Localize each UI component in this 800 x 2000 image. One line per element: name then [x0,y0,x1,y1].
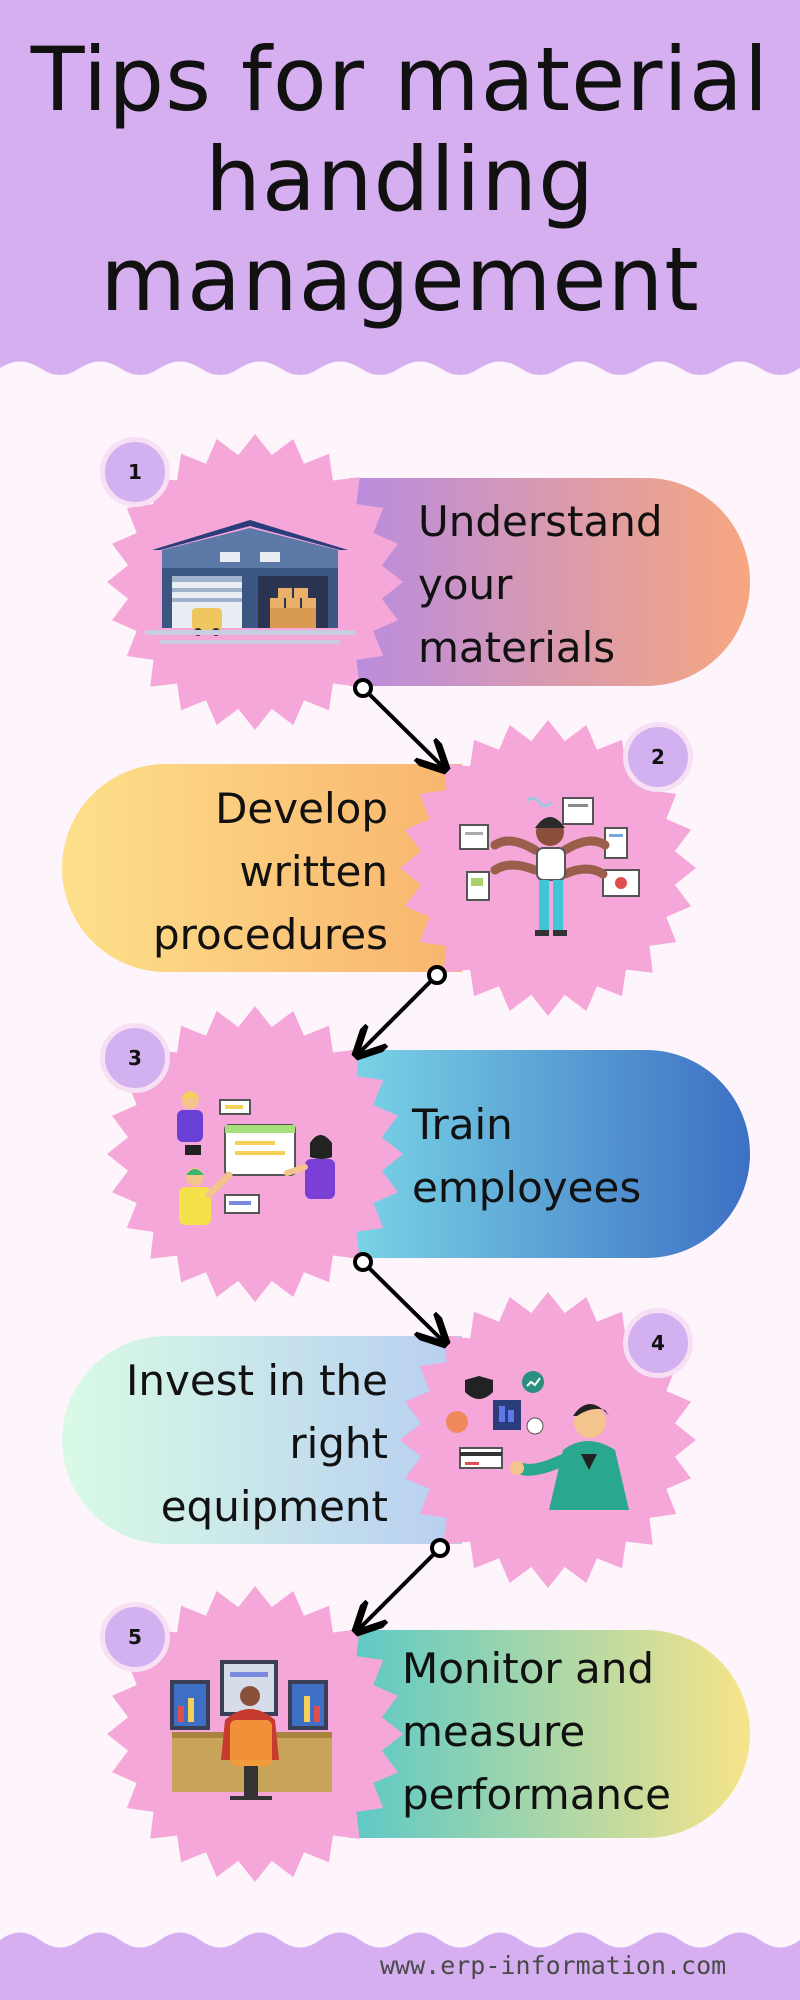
step-5-number-badge: 5 [100,1602,170,1672]
footer-background [0,1932,800,2000]
step-4-text: Invest in the right equipment [126,1349,388,1538]
warehouse-icon [145,520,355,644]
step-text-line: performance [402,1770,671,1819]
step-4-banner [62,1336,462,1544]
finance-tech-person-icon [446,1371,629,1510]
title-line: Tips for material [30,28,770,131]
step-3-number-badge: 3 [100,1023,170,1093]
multitasking-person-icon [459,797,640,936]
step-2-number-badge: 2 [623,722,693,792]
step-text-line: equipment [160,1482,388,1531]
monitoring-desk-icon [170,1660,332,1800]
page-title: Tips for material handling management [0,30,800,330]
step-text-line: Understand [418,497,663,546]
step-2-banner [62,764,462,972]
step-1-banner [350,478,750,686]
step-text-line: right [289,1419,388,1468]
step-text-line: Develop [215,784,388,833]
step-text-line: Train [412,1100,513,1149]
step-text-line: your [418,560,513,609]
team-training-icon [177,1091,335,1225]
step-5-text: Monitor and measure performance [402,1637,671,1826]
step-5-banner [350,1630,750,1838]
step-text-line: Invest in the [126,1356,388,1405]
step-text-line: employees [412,1163,642,1212]
step-2-text: Develop written procedures [153,777,388,966]
step-3-banner [350,1050,750,1258]
header-background [0,0,800,375]
step-text-line: procedures [153,910,388,959]
step-text-line: Monitor and [402,1644,655,1693]
step-4-number-badge: 4 [623,1308,693,1378]
source-url: www.erp-information.com [380,1951,727,1980]
title-line: management [100,228,700,331]
step-3-text: Train employees [412,1093,641,1219]
step-4-burst [400,1292,696,1588]
step-text-line: measure [402,1707,586,1756]
step-1-number-badge: 1 [100,437,170,507]
title-line: handling [205,128,595,231]
step-1-text: Understand your materials [418,490,663,679]
step-text-line: written [239,847,388,896]
step-text-line: materials [418,623,616,672]
